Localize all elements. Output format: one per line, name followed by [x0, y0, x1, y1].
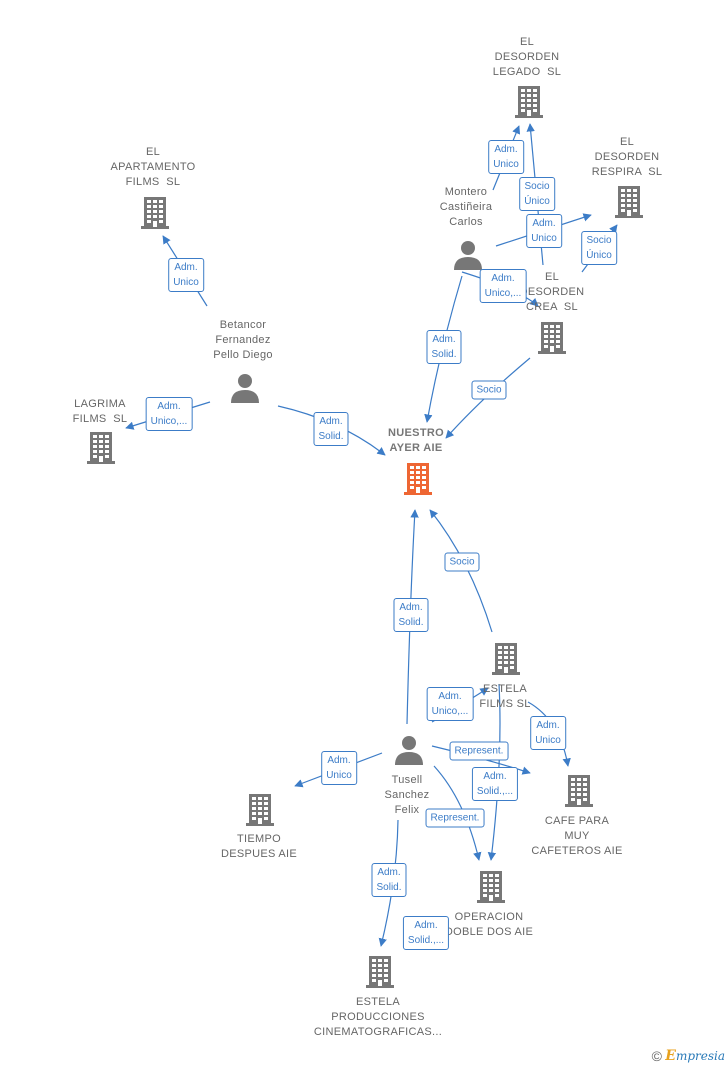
- relation-label[interactable]: Socio Único: [519, 177, 555, 211]
- relation-label[interactable]: Represent.: [425, 808, 485, 828]
- person-icon[interactable]: [453, 240, 483, 275]
- relation-label[interactable]: Adm. Unico: [321, 751, 357, 785]
- company-building-icon[interactable]: [565, 773, 593, 812]
- node-label-legado[interactable]: EL DESORDEN LEGADO SL: [492, 36, 562, 78]
- person-icon[interactable]: [230, 373, 260, 408]
- company-building-icon[interactable]: [246, 792, 274, 831]
- node-label-lagrima[interactable]: LAGRIMA FILMS SL: [72, 398, 128, 425]
- relation-label[interactable]: Adm. Solid.: [393, 598, 429, 632]
- relation-label[interactable]: Socio Único: [581, 231, 617, 265]
- empresia-watermark: © Empresia: [652, 1048, 725, 1064]
- relation-label[interactable]: Adm. Unico,...: [479, 269, 527, 303]
- relation-label[interactable]: Adm. Solid.: [313, 412, 349, 446]
- brand-name: mpresia: [675, 1049, 725, 1063]
- node-label-montero[interactable]: Montero Castiñeira Carlos: [439, 186, 493, 228]
- node-label-tusell[interactable]: Tusell Sanchez Felix: [384, 774, 430, 816]
- relation-label[interactable]: Adm. Solid.: [371, 863, 407, 897]
- node-label-operacion[interactable]: OPERACION DOBLE DOS AIE: [444, 911, 534, 938]
- company-building-icon[interactable]: [538, 320, 566, 359]
- relation-label[interactable]: Adm. Unico: [168, 258, 204, 292]
- node-label-betancor[interactable]: Betancor Fernandez Pello Diego: [213, 319, 273, 361]
- company-building-icon[interactable]: [615, 184, 643, 223]
- node-label-estela-prod[interactable]: ESTELA PRODUCCIONES CINEMATOGRAFICAS...: [313, 996, 443, 1038]
- relation-label[interactable]: Adm. Unico,...: [426, 687, 474, 721]
- node-label-crea[interactable]: EL DESORDEN CREA SL: [519, 271, 585, 313]
- node-label-estela-films[interactable]: ESTELA FILMS SL: [479, 683, 531, 710]
- relation-label[interactable]: Represent.: [449, 741, 509, 761]
- relation-edge: [487, 683, 501, 861]
- relation-label[interactable]: Adm. Unico,...: [145, 397, 193, 431]
- node-label-cafe[interactable]: CAFE PARA MUY CAFETEROS AIE: [531, 815, 623, 857]
- company-building-icon[interactable]: [515, 84, 543, 123]
- copyright-symbol: ©: [651, 1048, 662, 1064]
- person-icon[interactable]: [394, 735, 424, 770]
- node-label-tiempo[interactable]: TIEMPO DESPUES AIE: [220, 833, 298, 860]
- relation-label[interactable]: Adm. Unico: [530, 716, 566, 750]
- brand-initial: E: [665, 1048, 676, 1064]
- node-label-apartamento[interactable]: EL APARTAMENTO FILMS SL: [110, 146, 196, 188]
- relation-label[interactable]: Socio: [444, 552, 480, 572]
- node-label-respira[interactable]: EL DESORDEN RESPIRA SL: [591, 136, 663, 178]
- company-building-icon[interactable]: [366, 954, 394, 993]
- company-building-icon[interactable]: [492, 641, 520, 680]
- company-building-icon[interactable]: [477, 869, 505, 908]
- center-company-building-icon[interactable]: [404, 461, 432, 500]
- node-label-nuestro[interactable]: NUESTRO AYER AIE: [388, 427, 444, 454]
- relation-label[interactable]: Adm. Solid.,...: [471, 767, 519, 801]
- relation-label[interactable]: Adm. Solid.: [426, 330, 462, 364]
- relation-label[interactable]: Adm. Solid.,...: [402, 916, 450, 950]
- relation-label[interactable]: Socio: [471, 380, 507, 400]
- relation-label[interactable]: Adm. Unico: [526, 214, 562, 248]
- company-building-icon[interactable]: [87, 430, 115, 469]
- relation-edge: [433, 765, 482, 861]
- company-building-icon[interactable]: [141, 195, 169, 234]
- relation-label[interactable]: Adm. Unico: [488, 140, 524, 174]
